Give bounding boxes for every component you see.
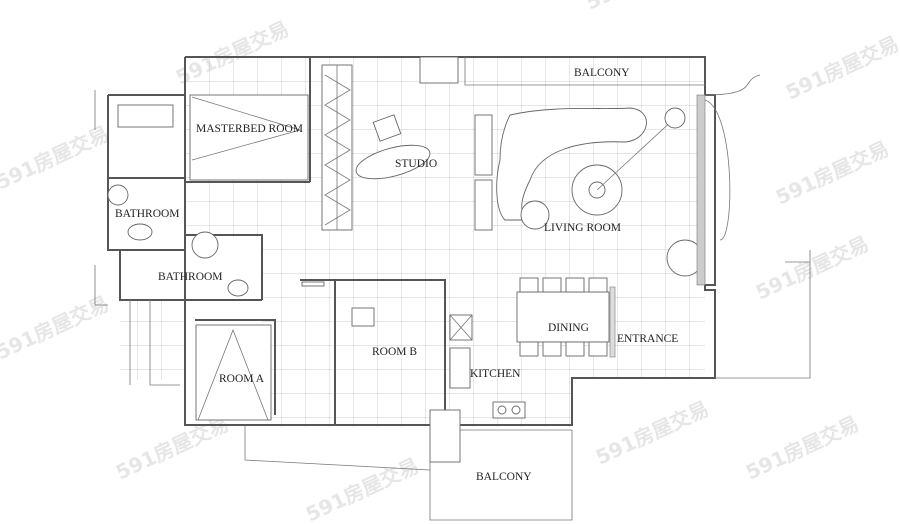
label-room-a: ROOM A bbox=[219, 373, 265, 385]
bathtub bbox=[117, 104, 174, 128]
label-balcony-top: BALCONY bbox=[574, 67, 630, 79]
bed bbox=[195, 324, 272, 421]
sofa bbox=[496, 107, 647, 221]
sink bbox=[191, 231, 219, 259]
walls bbox=[94, 56, 811, 521]
bed bbox=[189, 94, 309, 181]
watermark: 591房屋交易 bbox=[592, 396, 712, 469]
watermark: 591房屋交易 bbox=[782, 31, 900, 104]
watermark: 591房屋交易 bbox=[112, 411, 232, 484]
watermark: 591房屋交易 bbox=[752, 231, 872, 304]
watermark: 591房屋交易 bbox=[0, 121, 112, 194]
watermark: 591房屋交易 bbox=[582, 0, 702, 15]
room-labels: BALCONY MASTERBED ROOM STUDIO LIVING ROO… bbox=[115, 67, 678, 483]
label-entrance: ENTRANCE bbox=[617, 333, 678, 345]
label-balcony-bottom: BALCONY bbox=[476, 471, 532, 483]
toilet bbox=[227, 279, 249, 297]
watermark: 591房屋交易 bbox=[0, 291, 112, 364]
label-room-b: ROOM B bbox=[372, 346, 417, 358]
watermark: 591房屋交易 bbox=[742, 411, 862, 484]
label-bathroom-1: BATHROOM bbox=[115, 208, 180, 220]
label-dining: DINING bbox=[548, 322, 589, 334]
fridge bbox=[449, 347, 471, 389]
label-bathroom-2: BATHROOM bbox=[158, 271, 223, 283]
label-kitchen: KITCHEN bbox=[470, 368, 521, 380]
dining-table bbox=[516, 291, 610, 343]
furniture bbox=[107, 64, 706, 421]
watermark: 591房屋交易 bbox=[772, 136, 892, 209]
toilet bbox=[127, 223, 153, 241]
desk bbox=[351, 307, 375, 327]
chair bbox=[372, 114, 402, 142]
label-masterbed-room: MASTERBED ROOM bbox=[196, 123, 303, 135]
sink bbox=[107, 184, 129, 206]
label-living-room: LIVING ROOM bbox=[544, 222, 621, 234]
label-studio: STUDIO bbox=[395, 158, 437, 170]
studio-desk bbox=[355, 144, 431, 180]
